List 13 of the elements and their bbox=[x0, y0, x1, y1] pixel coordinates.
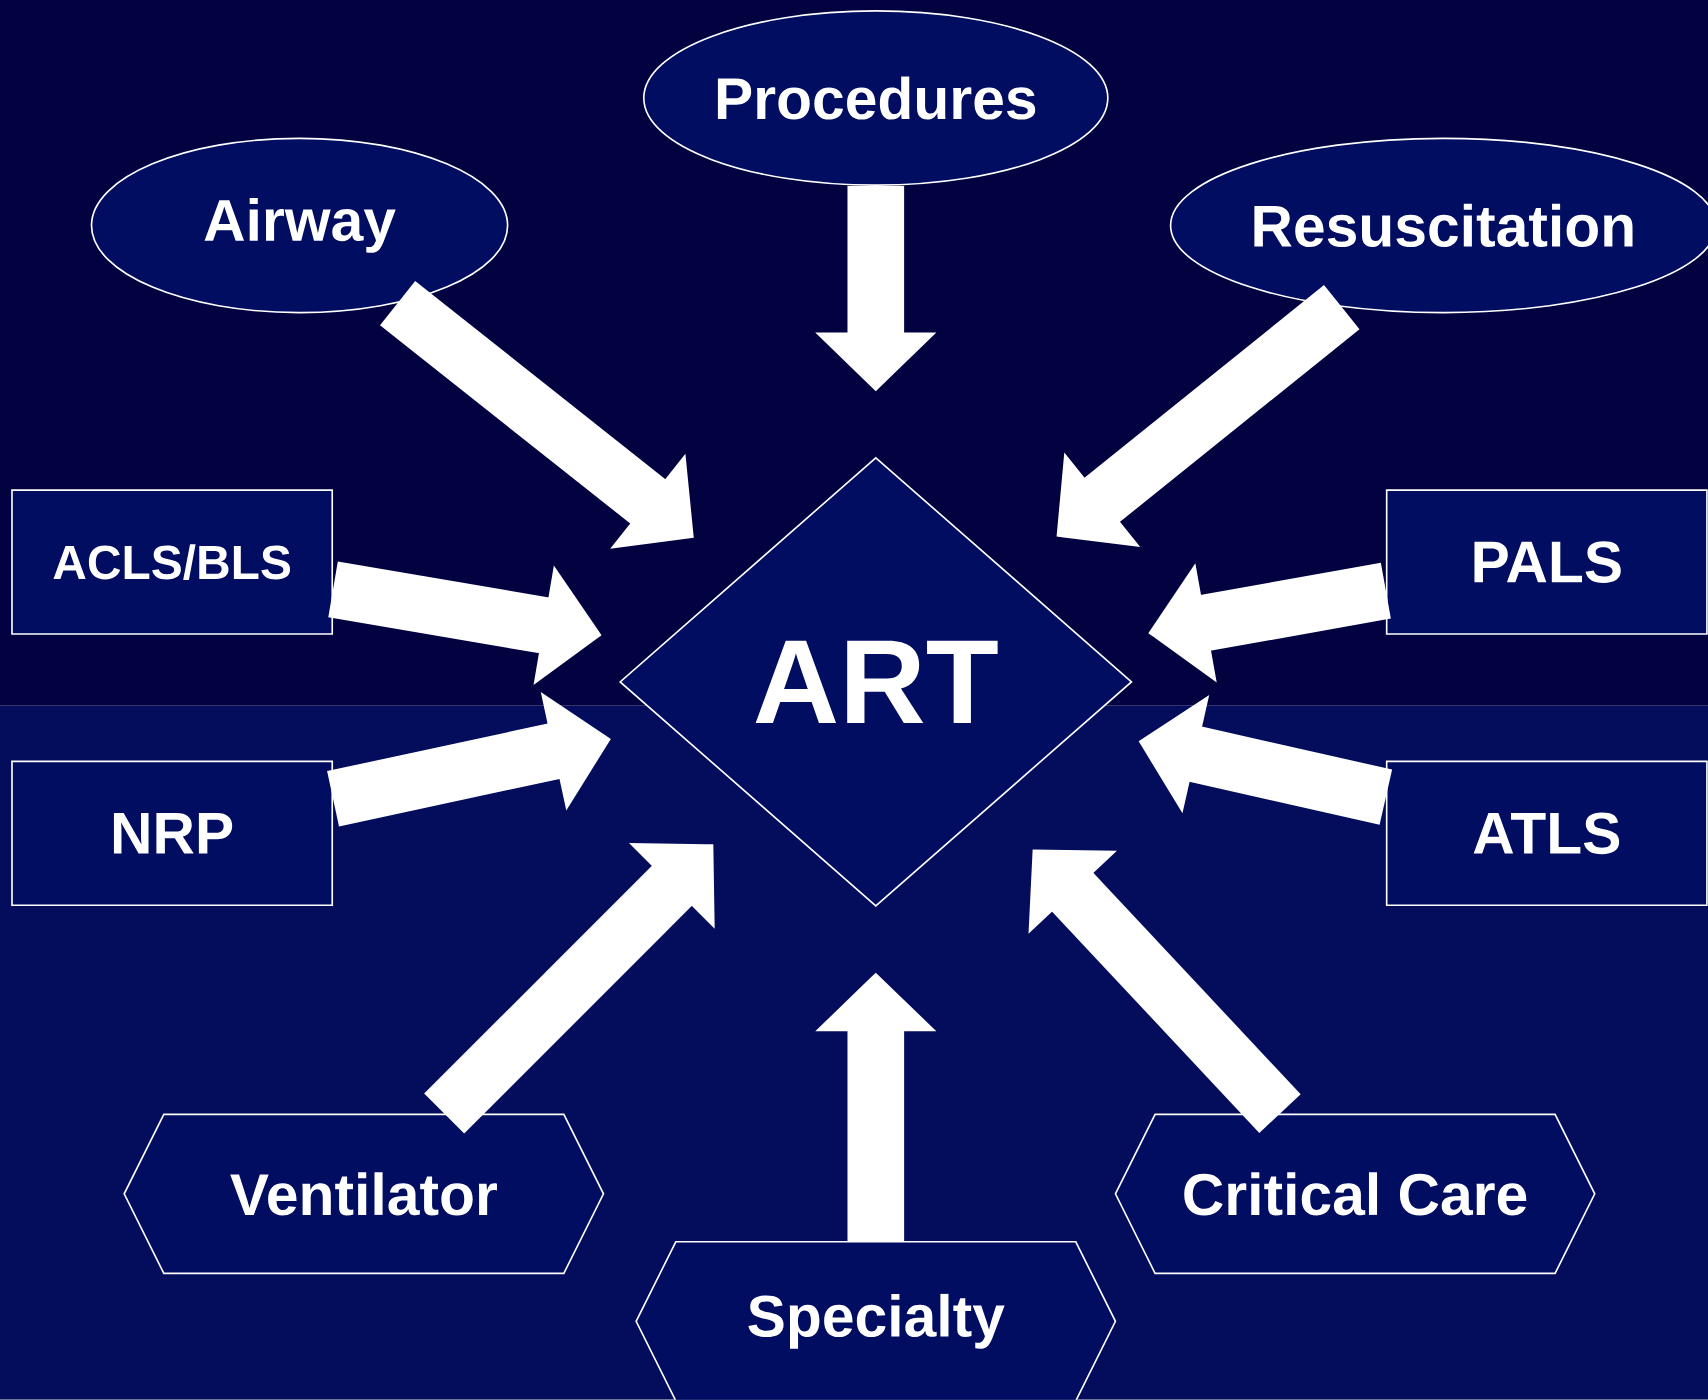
ellipse-node: Resuscitation bbox=[1169, 137, 1708, 314]
rectangle-box: ATLS bbox=[1385, 760, 1708, 907]
hexagon-node: Critical Care bbox=[1114, 1113, 1596, 1275]
node-label: Specialty bbox=[748, 1294, 1005, 1349]
hexagon-node: Ventilator bbox=[123, 1113, 605, 1275]
rectangle-box: NRP bbox=[11, 760, 334, 907]
block-arrow bbox=[1028, 849, 1301, 1134]
ellipse-node: Procedures bbox=[642, 10, 1109, 187]
ellipse-node: Airway bbox=[90, 137, 509, 314]
hexagon-node: Specialty bbox=[635, 1241, 1117, 1400]
rectangle-box: PALS bbox=[1385, 489, 1708, 635]
block-arrow bbox=[424, 843, 715, 1134]
rectangle-box: ACLS/BLS bbox=[11, 489, 334, 635]
